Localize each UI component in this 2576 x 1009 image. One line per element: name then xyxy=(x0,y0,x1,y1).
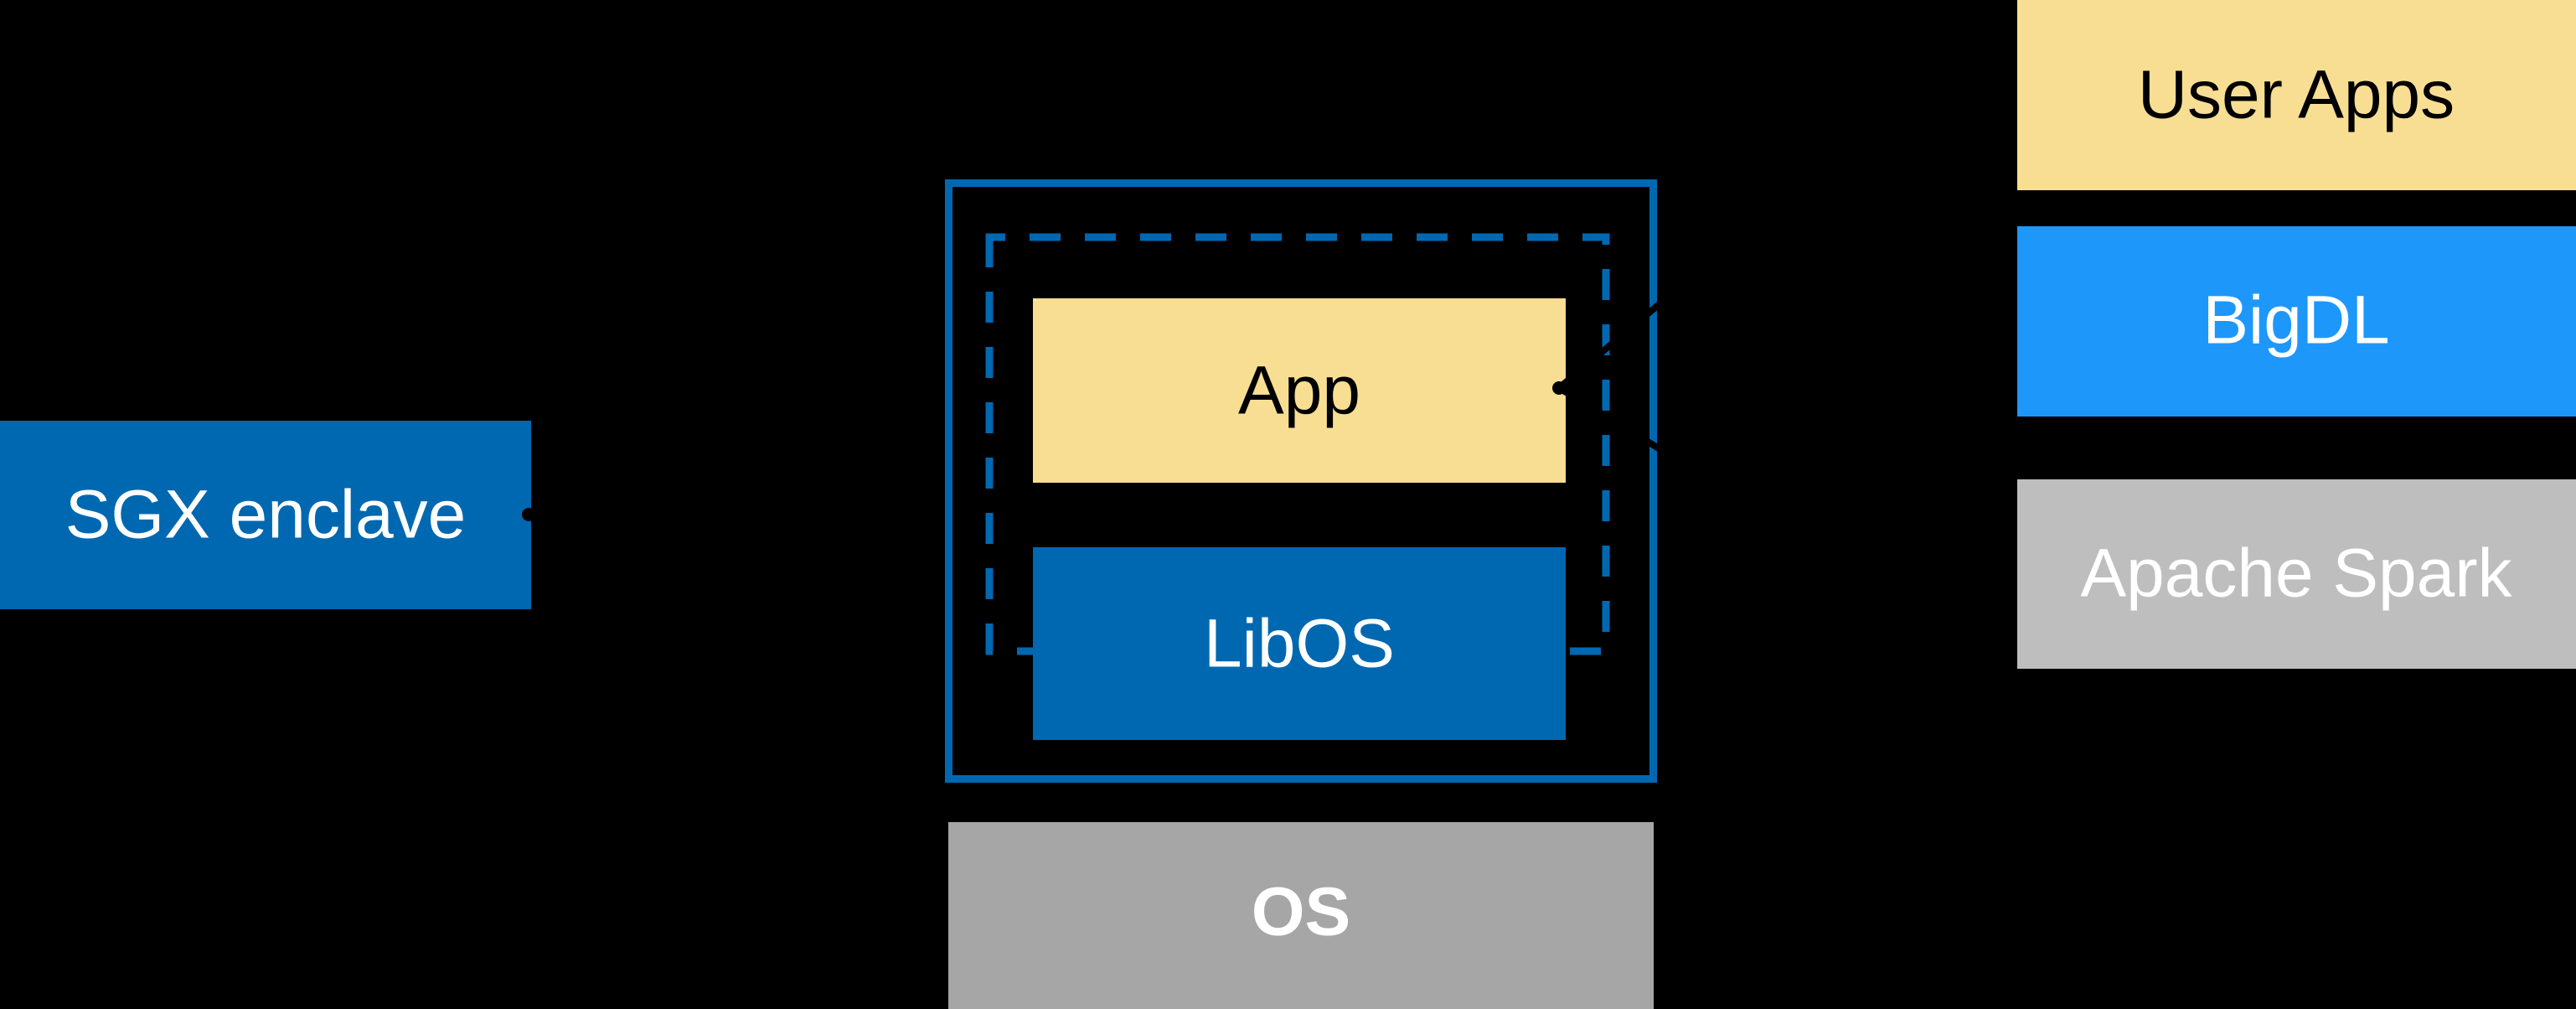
connector-line-stack-bottom xyxy=(1556,385,2022,670)
sgx-enclave-box xyxy=(0,421,531,609)
user-apps-box xyxy=(2017,0,2576,190)
user-apps-label: User Apps xyxy=(2138,57,2455,133)
app-label: App xyxy=(1238,353,1360,429)
libos-box xyxy=(1033,547,1566,740)
connector-line-stack-top xyxy=(1556,0,2022,391)
enclave-detail-border xyxy=(945,179,1657,783)
libos-label: LibOS xyxy=(1204,606,1395,682)
connector-line-sgx-top xyxy=(525,180,952,518)
bigdl-box xyxy=(2017,226,2576,417)
connector-dot-app xyxy=(1552,381,1566,395)
connector-line-sgx-bottom xyxy=(525,511,952,782)
apache-spark-label: Apache Spark xyxy=(2080,536,2512,612)
app-box xyxy=(1033,298,1566,483)
bigdl-label: BigDL xyxy=(2202,282,2389,359)
connector-dot-sgx xyxy=(522,508,535,521)
apache-spark-box xyxy=(2017,479,2576,669)
os-box xyxy=(948,822,1654,1009)
os-label: OS xyxy=(1252,874,1350,950)
sgx-enclave-label: SGX enclave xyxy=(65,477,467,553)
